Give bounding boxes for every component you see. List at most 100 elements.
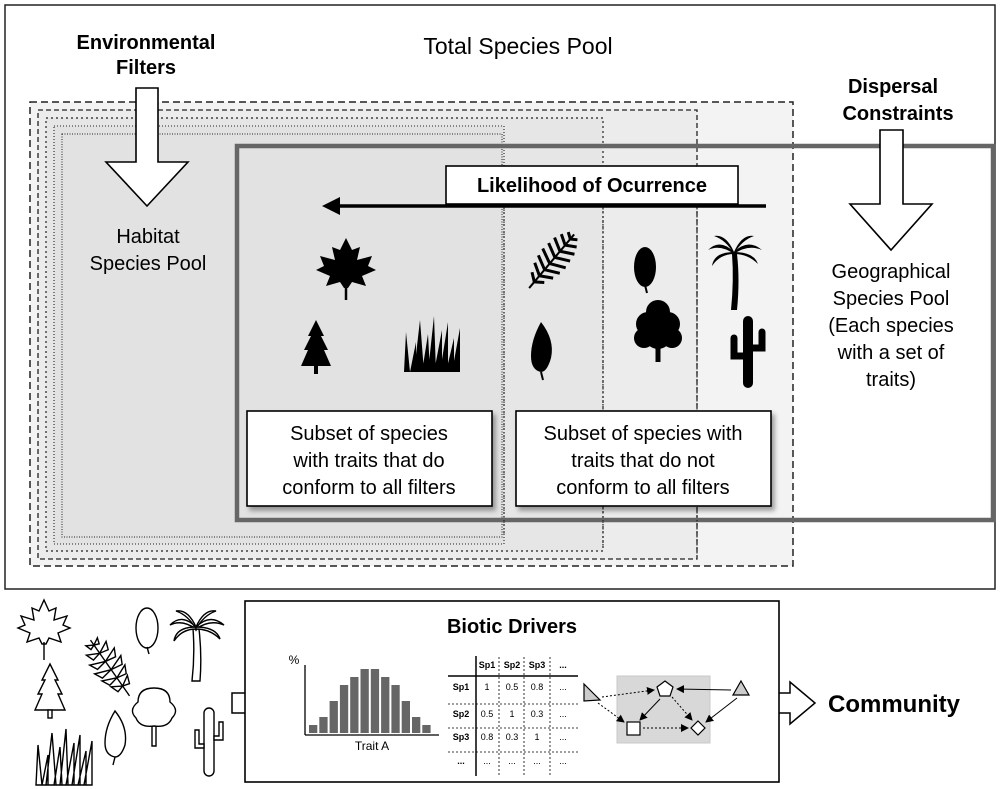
histogram-bar (309, 725, 318, 733)
network-edge-1 (601, 686, 655, 698)
histogram-x-label: Trait A (355, 739, 389, 753)
histogram-bar (381, 677, 390, 733)
matrix-row-header: Sp1 (453, 682, 470, 692)
geo-line-2: Species Pool (833, 288, 950, 310)
geographical-label: Geographical Species Pool (Each species … (828, 261, 954, 391)
network-edge-6 (671, 696, 693, 721)
matrix-cell: 1 (534, 732, 539, 742)
geo-line-5: traits) (866, 369, 916, 391)
subset-nonconform-line-1: Subset of species with (544, 423, 743, 445)
histogram-bar (350, 677, 359, 733)
grass-outline-icon (35, 728, 93, 786)
histogram-bar (401, 701, 410, 733)
histogram-bar (412, 717, 421, 733)
biotic-drivers-title: Biotic Drivers (447, 616, 577, 638)
matrix-cell: 0.5 (506, 682, 519, 692)
env-filters-label-1: Environmental (77, 32, 216, 54)
matrix-row-header: Sp2 (453, 709, 470, 719)
teardrop-leaf-outline-icon (104, 709, 127, 766)
matrix-row-header: ... (457, 756, 465, 766)
dispersal-label-2: Constraints (842, 103, 953, 125)
geographical-pool-box (234, 143, 996, 523)
interaction-network (583, 675, 751, 744)
grass-icon (404, 316, 460, 372)
matrix-cell: ... (559, 709, 567, 719)
subset-conform-line-3: conform to all filters (282, 477, 455, 499)
matrix-column-header: ... (559, 660, 567, 670)
community-label: Community (828, 691, 961, 718)
trait-histogram: % Trait A (289, 653, 439, 753)
matrix-cell: 0.3 (506, 732, 519, 742)
maple-leaf-outline-icon (16, 598, 72, 660)
broadleaf-tree-icon (634, 300, 682, 362)
subset-nonconform-line-2: traits that do not (571, 450, 715, 472)
oval-leaf-icon (634, 247, 656, 294)
matrix-column-header: Sp3 (529, 660, 546, 670)
subset-nonconform-box (515, 410, 772, 507)
histogram-bar (391, 685, 400, 733)
network-triangle-left-icon (583, 682, 602, 702)
matrix-column-header: Sp2 (504, 660, 521, 670)
network-edge-2 (597, 702, 625, 723)
habitat-label-2: Species Pool (90, 253, 207, 275)
geo-line-4: with a set of (837, 342, 945, 364)
dispersal-label-1: Dispersal (848, 76, 938, 98)
network-triangle-right-icon (731, 679, 751, 696)
cactus-icon (730, 316, 766, 388)
maple-leaf-icon (316, 238, 376, 300)
matrix-cell: ... (559, 682, 567, 692)
matrix-cell: 0.8 (481, 732, 494, 742)
pine-tree-outline-icon (33, 662, 67, 719)
fern-outline-icon (84, 635, 131, 697)
palm-tree-outline-icon (169, 610, 225, 682)
cactus-outline-icon (194, 707, 224, 777)
matrix-cell: ... (533, 756, 541, 766)
matrix-cell: ... (559, 756, 567, 766)
histogram-bar (360, 669, 369, 733)
matrix-cell: ... (559, 732, 567, 742)
matrix-row-header: Sp3 (453, 732, 470, 742)
subset-conform-line-1: Subset of species (290, 423, 448, 445)
matrix-cell: 0.8 (531, 682, 544, 692)
env-filters-label-2: Filters (116, 57, 176, 79)
likelihood-box (445, 165, 739, 205)
network-pentagon-icon (656, 680, 674, 697)
subset-conform-line-2: with traits that do (292, 450, 444, 472)
fern-icon (528, 231, 578, 289)
subset-nonconform-line-3: conform to all filters (556, 477, 729, 499)
network-edge-3 (676, 685, 732, 694)
total-pool-title: Total Species Pool (423, 33, 612, 59)
network-square-icon (626, 721, 641, 736)
palm-tree-icon (708, 235, 762, 310)
likelihood-label: Likelihood of Ocurrence (477, 175, 707, 197)
matrix-cell: ... (483, 756, 491, 766)
histogram-bars (309, 669, 431, 733)
oval-leaf-outline-icon (135, 607, 159, 655)
histogram-bar (339, 685, 349, 733)
network-edge-4 (705, 697, 738, 723)
subset-conform-box (246, 410, 493, 507)
outline-species-group (16, 598, 225, 786)
geo-line-3: (Each species (828, 315, 954, 337)
teardrop-leaf-icon (531, 322, 552, 381)
matrix-cell: 1 (484, 682, 489, 692)
habitat-label-1: Habitat (116, 226, 180, 248)
matrix-cell: 0.5 (481, 709, 494, 719)
broadleaf-tree-outline-icon (131, 687, 177, 747)
histogram-bar (370, 669, 380, 733)
histogram-bar (319, 717, 328, 733)
likelihood-arrowhead (322, 197, 340, 215)
histogram-bar (422, 725, 431, 733)
pine-tree-icon (301, 320, 331, 374)
matrix-cell: 1 (509, 709, 514, 719)
histogram-bar (329, 701, 338, 733)
env-filter-arrow (104, 87, 190, 208)
matrix-cell: ... (508, 756, 516, 766)
geo-line-1: Geographical (832, 261, 951, 283)
matrix-cell: 0.3 (531, 709, 544, 719)
network-diamond-icon (690, 720, 706, 736)
histogram-y-label: % (289, 653, 300, 667)
